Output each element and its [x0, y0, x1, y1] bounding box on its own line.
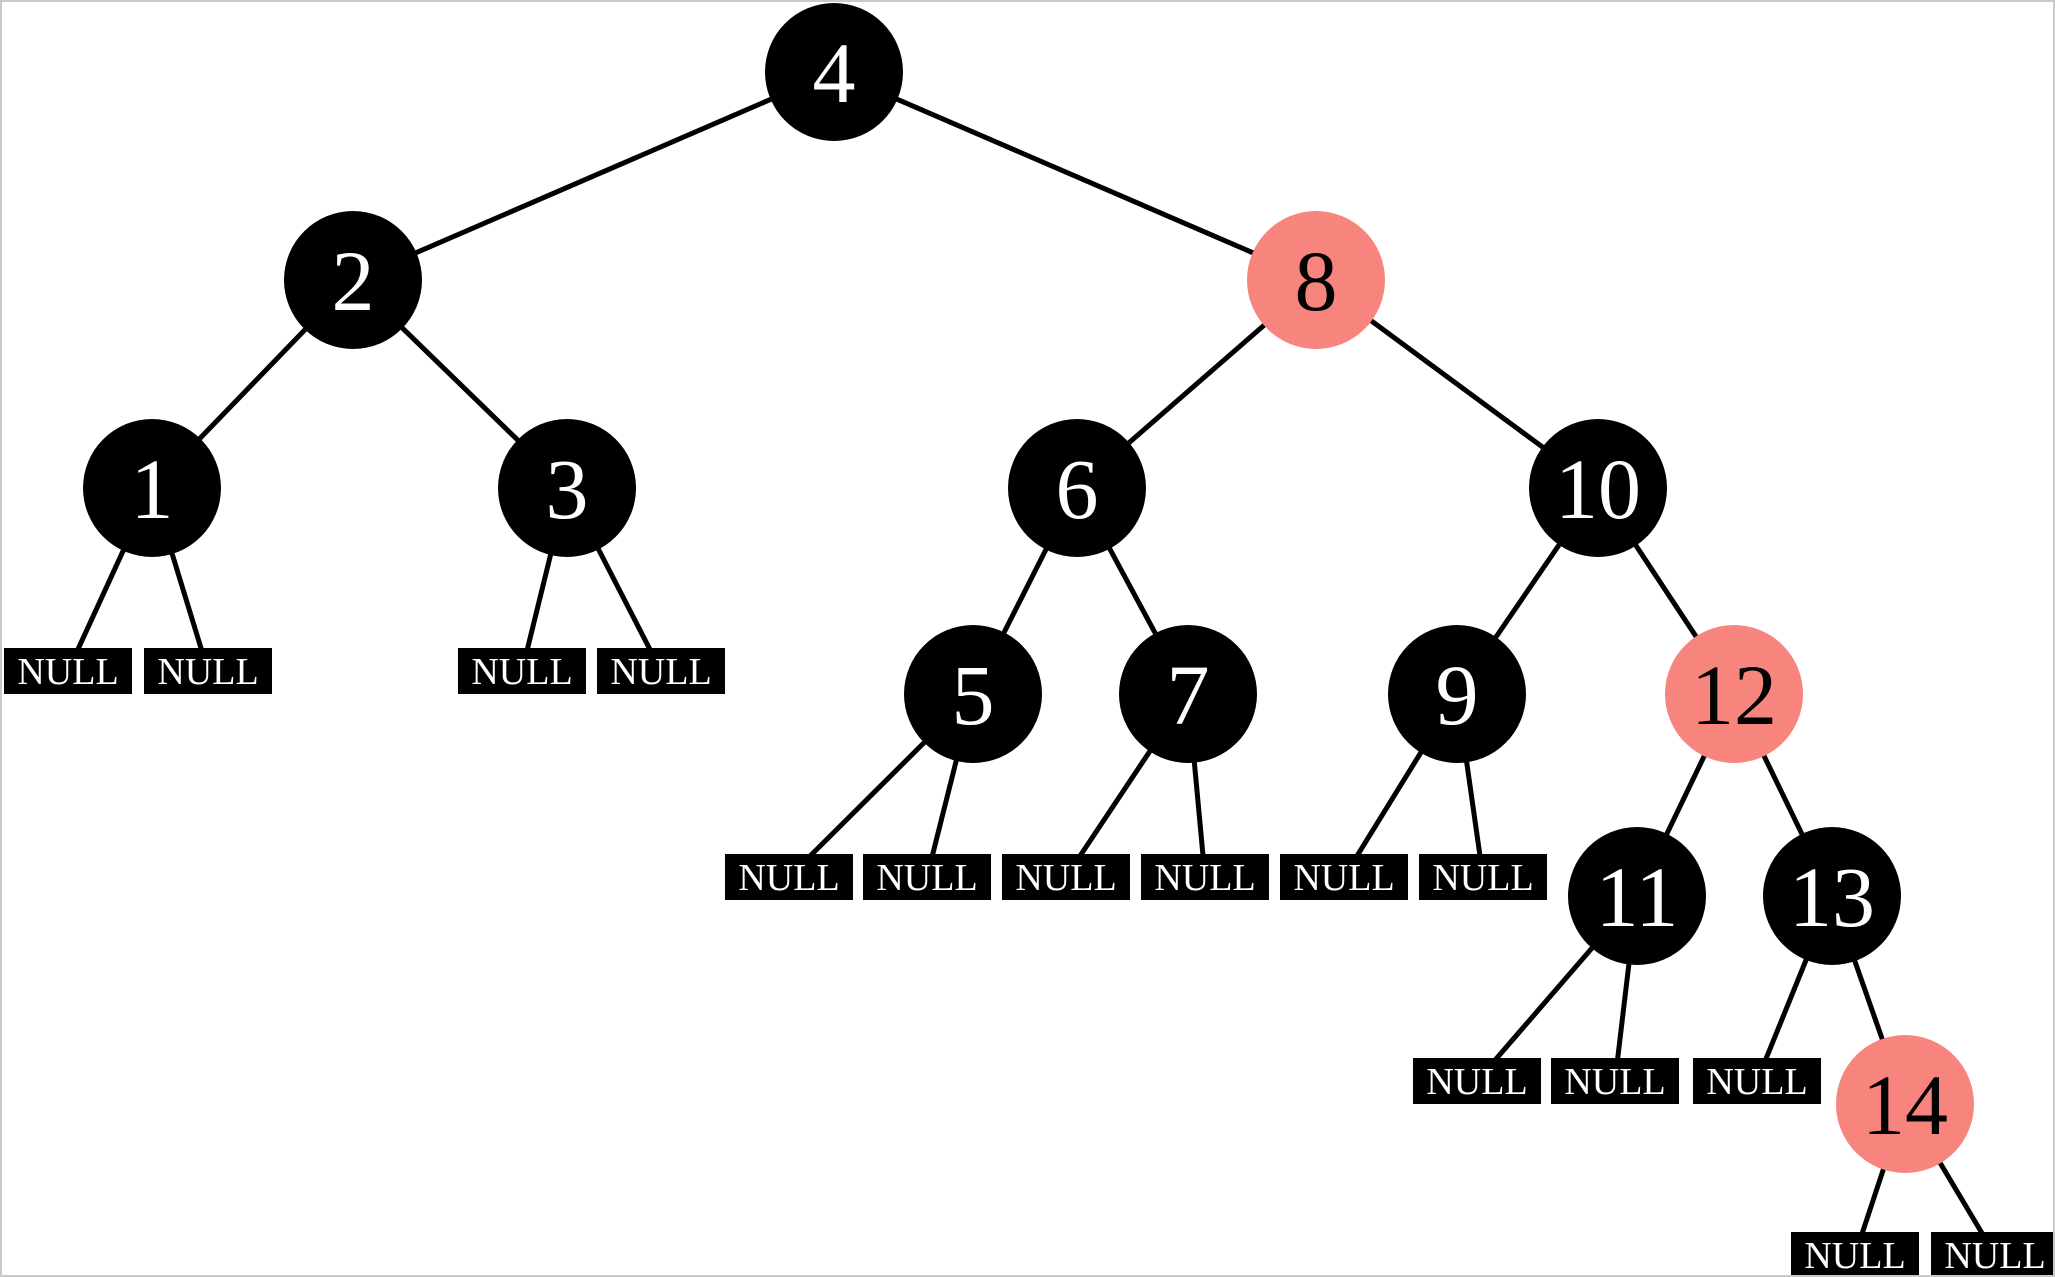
null-leaf-box [1419, 854, 1547, 900]
null-leaf-label: NULL [876, 857, 977, 899]
tree-node-4: 4 [765, 3, 903, 141]
edge-4-2 [352, 69, 835, 283]
null-leaf-box [1791, 1232, 1919, 1275]
null-leaf-box [863, 854, 991, 900]
null-leaf-14-right: NULL [1931, 1232, 2053, 1275]
node-2-circle [284, 211, 422, 349]
null-leaf-label: NULL [1015, 857, 1116, 899]
node-11-value: 11 [1596, 849, 1679, 945]
node-9-circle [1388, 625, 1526, 763]
null-leaf-3-left: NULL [458, 648, 586, 694]
node-4-circle [765, 3, 903, 141]
null-leaf-box [725, 854, 853, 900]
node-14-value: 14 [1862, 1057, 1948, 1153]
tree-node-10: 10 [1529, 419, 1667, 557]
null-leaf-14-left: NULL [1791, 1232, 1919, 1275]
node-3-value: 3 [546, 441, 589, 537]
null-leaf-label: NULL [471, 651, 572, 693]
null-leaf-3-right: NULL [597, 648, 725, 694]
null-leaf-9-right: NULL [1419, 854, 1547, 900]
tree-node-1: 1 [83, 419, 221, 557]
node-11-circle [1568, 827, 1706, 965]
node-5-circle [904, 625, 1042, 763]
node-13-circle [1763, 827, 1901, 965]
null-leaf-9-left: NULL [1280, 854, 1408, 900]
null-leaf-1-right: NULL [144, 648, 272, 694]
node-6-value: 6 [1056, 441, 1099, 537]
null-leaf-box [1693, 1058, 1821, 1104]
null-leaf-label: NULL [1706, 1061, 1807, 1103]
node-13-value: 13 [1789, 849, 1875, 945]
null-leaf-box [458, 648, 586, 694]
edge-4-8 [833, 69, 1317, 283]
null-leaf-box [1413, 1058, 1541, 1104]
null-leaf-label: NULL [1293, 857, 1394, 899]
tree-node-12: 12 [1665, 625, 1803, 763]
node-8-circle [1247, 211, 1385, 349]
node-10-value: 10 [1555, 441, 1641, 537]
node-7-value: 7 [1167, 647, 1210, 743]
null-leaf-7-right: NULL [1141, 854, 1269, 900]
tree-node-3: 3 [498, 419, 636, 557]
null-leaf-13-left: NULL [1693, 1058, 1821, 1104]
node-10-circle [1529, 419, 1667, 557]
null-leaf-label: NULL [738, 857, 839, 899]
tree-node-5: 5 [904, 625, 1042, 763]
tree-node-13: 13 [1763, 827, 1901, 965]
node-4-value: 4 [813, 25, 856, 121]
null-leaf-box [1141, 854, 1269, 900]
tree-node-7: 7 [1119, 625, 1257, 763]
null-leaf-label: NULL [1426, 1061, 1527, 1103]
null-leaf-box [1280, 854, 1408, 900]
node-14-circle [1836, 1035, 1974, 1173]
null-leaf-5-left: NULL [725, 854, 853, 900]
null-leaf-11-right: NULL [1551, 1058, 1679, 1104]
null-leaf-label: NULL [1944, 1235, 2045, 1275]
null-leaf-label: NULL [1154, 857, 1255, 899]
null-leaf-box [144, 648, 272, 694]
node-12-circle [1665, 625, 1803, 763]
node-1-value: 1 [131, 441, 174, 537]
null-leaf-box [4, 648, 132, 694]
null-leaf-box [597, 648, 725, 694]
null-leaf-label: NULL [1432, 857, 1533, 899]
null-leaf-7-left: NULL [1002, 854, 1130, 900]
node-6-circle [1008, 419, 1146, 557]
tree-node-8: 8 [1247, 211, 1385, 349]
null-leaf-box [1931, 1232, 2053, 1275]
null-leaf-box [1002, 854, 1130, 900]
tree-node-2: 2 [284, 211, 422, 349]
null-leaf-label: NULL [1804, 1235, 1905, 1275]
null-leaf-label: NULL [1564, 1061, 1665, 1103]
tree-node-11: 11 [1568, 827, 1706, 965]
node-2-value: 2 [332, 233, 375, 329]
null-leaf-11-left: NULL [1413, 1058, 1541, 1104]
node-3-circle [498, 419, 636, 557]
null-leaf-label: NULL [157, 651, 258, 693]
node-7-circle [1119, 625, 1257, 763]
node-8-value: 8 [1295, 233, 1338, 329]
node-9-value: 9 [1436, 647, 1479, 743]
tree-node-14: 14 [1836, 1035, 1974, 1173]
tree-node-9: 9 [1388, 625, 1526, 763]
node-1-circle [83, 419, 221, 557]
null-leaf-5-right: NULL [863, 854, 991, 900]
null-leaf-box [1551, 1058, 1679, 1104]
tree-node-6: 6 [1008, 419, 1146, 557]
node-12-value: 12 [1691, 647, 1777, 743]
node-5-value: 5 [952, 647, 995, 743]
null-leaf-label: NULL [610, 651, 711, 693]
null-leaf-1-left: NULL [4, 648, 132, 694]
null-leaf-label: NULL [17, 651, 118, 693]
